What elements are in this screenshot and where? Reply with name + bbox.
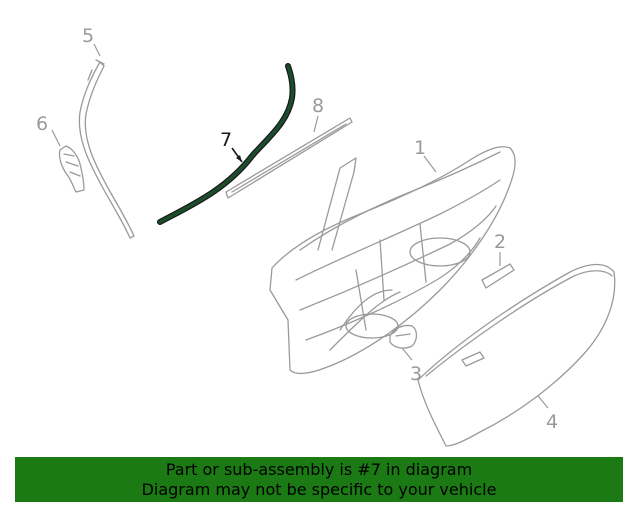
part-3-handle-cap[interactable] (389, 324, 418, 349)
callout-1[interactable]: 1 (414, 137, 426, 159)
part-2-pin[interactable] (481, 263, 515, 289)
leader-5 (93, 43, 101, 57)
parts-diagram: 5 6 7 8 1 2 (36, 25, 616, 447)
callout-7[interactable]: 7 (220, 129, 232, 151)
part-6-bracket[interactable] (58, 145, 85, 193)
banner-line-2: Diagram may not be specific to your vehi… (141, 480, 497, 499)
leader-7-arrow (236, 155, 242, 162)
leader-3 (401, 347, 413, 361)
leader-8 (313, 115, 319, 133)
leader-1 (423, 155, 437, 173)
part-7-fill (158, 64, 295, 224)
callout-6[interactable]: 6 (36, 113, 48, 135)
part-7-weatherstrip[interactable] (157, 63, 296, 225)
part-8-belt-molding[interactable] (225, 117, 353, 199)
info-banner: Part or sub-assembly is #7 in diagram Di… (15, 457, 623, 502)
callout-4[interactable]: 4 (546, 411, 558, 433)
callout-5[interactable]: 5 (82, 25, 94, 47)
callout-8[interactable]: 8 (312, 95, 324, 117)
leader-4 (537, 395, 549, 409)
leader-6 (51, 129, 61, 147)
part-1-door-shell[interactable] (269, 146, 516, 375)
part-5-frame-seal[interactable] (78, 59, 135, 239)
callout-2[interactable]: 2 (494, 231, 506, 253)
part-4-outer-skin[interactable] (417, 263, 616, 447)
banner-line-1: Part or sub-assembly is #7 in diagram (165, 460, 473, 479)
